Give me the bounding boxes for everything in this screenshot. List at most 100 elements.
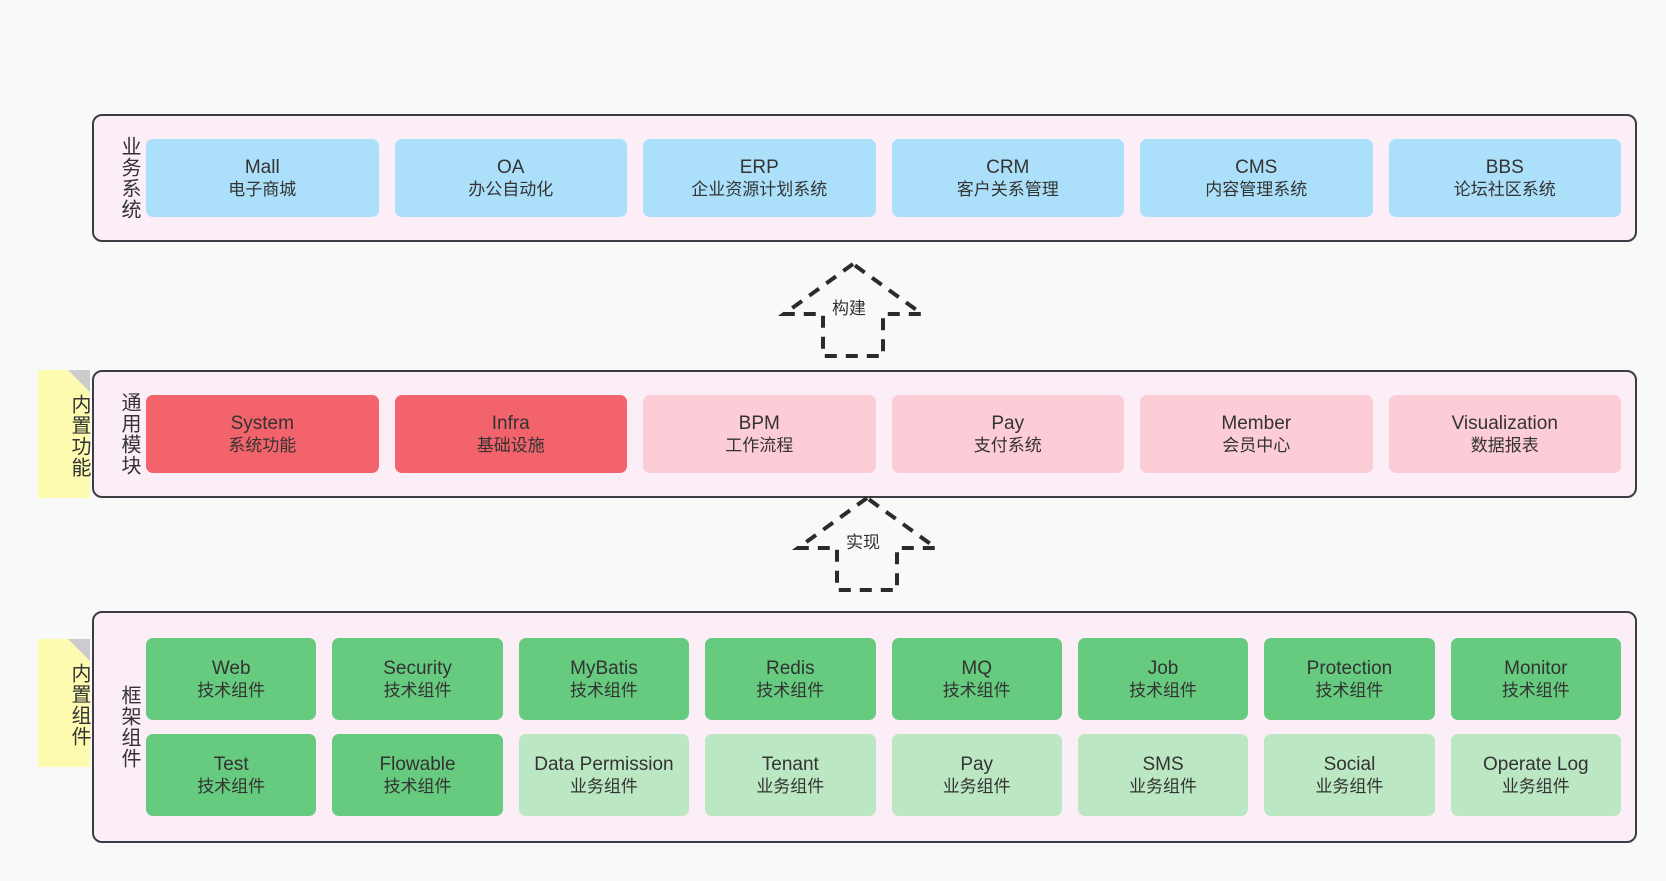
card-redis-title: Redis: [766, 657, 815, 679]
card-web[interactable]: Web 技术组件: [146, 638, 317, 720]
card-cms-subtitle: 内容管理系统: [1205, 180, 1308, 200]
card-mq-title: MQ: [961, 657, 992, 679]
card-pay-component-subtitle: 业务组件: [942, 777, 1011, 797]
layer-framework-components: 框架组件 Web 技术组件 Security 技术组件 MyBatis 技术组件…: [92, 611, 1637, 843]
card-mybatis-subtitle: 技术组件: [569, 681, 638, 701]
connector-realize-label: 实现: [844, 528, 882, 553]
card-flowable-subtitle: 技术组件: [383, 777, 452, 797]
card-mybatis-title: MyBatis: [570, 657, 638, 679]
card-member-title: Member: [1221, 412, 1292, 434]
card-oa-title: OA: [497, 156, 525, 178]
card-infra[interactable]: Infra 基础设施: [394, 395, 627, 473]
card-mall-subtitle: 电子商城: [228, 180, 297, 200]
card-bbs-title: BBS: [1485, 156, 1524, 178]
card-pay-component-title: Pay: [960, 753, 994, 775]
card-job-title: Job: [1147, 657, 1179, 679]
connector-build-label: 构建: [830, 294, 868, 319]
card-test[interactable]: Test 技术组件: [146, 734, 317, 816]
business-card-row: Mall 电子商城 OA 办公自动化 ERP 企业资源计划系统 CRM 客户关系…: [146, 139, 1621, 217]
card-tenant-subtitle: 业务组件: [756, 777, 825, 797]
card-monitor[interactable]: Monitor 技术组件: [1450, 638, 1621, 720]
card-operate-log-subtitle: 业务组件: [1501, 777, 1570, 797]
card-monitor-subtitle: 技术组件: [1501, 681, 1570, 701]
card-protection[interactable]: Protection 技术组件: [1264, 638, 1435, 720]
card-mall-title: Mall: [244, 156, 280, 178]
card-member-subtitle: 会员中心: [1222, 436, 1291, 456]
sticky-note-builtin-features: 内置功能: [38, 370, 90, 498]
layer-framework-components-label: 框架组件: [118, 685, 140, 769]
card-redis[interactable]: Redis 技术组件: [705, 638, 876, 720]
card-pay-module-title: Pay: [991, 412, 1025, 434]
card-pay-module-subtitle: 支付系统: [973, 436, 1042, 456]
card-mall[interactable]: Mall 电子商城: [146, 139, 379, 217]
card-redis-subtitle: 技术组件: [756, 681, 825, 701]
card-mq[interactable]: MQ 技术组件: [891, 638, 1062, 720]
card-job-subtitle: 技术组件: [1129, 681, 1198, 701]
card-oa[interactable]: OA 办公自动化: [394, 139, 627, 217]
layer-business-system-body: Mall 电子商城 OA 办公自动化 ERP 企业资源计划系统 CRM 客户关系…: [140, 139, 1635, 217]
card-visualization-title: Visualization: [1451, 412, 1558, 434]
card-infra-subtitle: 基础设施: [476, 436, 545, 456]
card-system-title: System: [230, 412, 294, 434]
card-data-permission-title: Data Permission: [534, 753, 674, 775]
card-bbs-subtitle: 论坛社区系统: [1453, 180, 1556, 200]
connector-realize: 实现: [782, 492, 952, 592]
sticky-note-builtin-features-text: 内置功能: [68, 394, 90, 478]
framework-card-row-1: Web 技术组件 Security 技术组件 MyBatis 技术组件 Redi…: [146, 638, 1621, 720]
sticky-fold-corner-icon: [68, 639, 90, 661]
card-bbs[interactable]: BBS 论坛社区系统: [1388, 139, 1621, 217]
card-system-subtitle: 系统功能: [228, 436, 297, 456]
card-erp[interactable]: ERP 企业资源计划系统: [643, 139, 876, 217]
card-visualization[interactable]: Visualization 数据报表: [1388, 395, 1621, 473]
card-web-title: Web: [211, 657, 251, 679]
card-infra-title: Infra: [491, 412, 530, 434]
sticky-fold-corner-icon: [68, 370, 90, 392]
card-system[interactable]: System 系统功能: [146, 395, 379, 473]
card-social[interactable]: Social 业务组件: [1264, 734, 1435, 816]
card-cms[interactable]: CMS 内容管理系统: [1140, 139, 1373, 217]
card-visualization-subtitle: 数据报表: [1470, 436, 1539, 456]
module-card-row: System 系统功能 Infra 基础设施 BPM 工作流程 Pay 支付系统…: [146, 395, 1621, 473]
card-bpm[interactable]: BPM 工作流程: [643, 395, 876, 473]
layer-common-modules-body: System 系统功能 Infra 基础设施 BPM 工作流程 Pay 支付系统…: [140, 395, 1635, 473]
card-data-permission[interactable]: Data Permission 业务组件: [518, 734, 690, 816]
card-job[interactable]: Job 技术组件: [1077, 638, 1249, 720]
card-crm[interactable]: CRM 客户关系管理: [891, 139, 1124, 217]
card-flowable[interactable]: Flowable 技术组件: [332, 734, 503, 816]
card-sms-subtitle: 业务组件: [1129, 777, 1198, 797]
card-protection-subtitle: 技术组件: [1315, 681, 1384, 701]
card-member[interactable]: Member 会员中心: [1140, 395, 1373, 473]
card-security-title: Security: [383, 657, 452, 679]
card-operate-log-title: Operate Log: [1482, 753, 1589, 775]
card-sms[interactable]: SMS 业务组件: [1077, 734, 1249, 816]
card-crm-title: CRM: [986, 156, 1030, 178]
layer-business-system: 业务系统 Mall 电子商城 OA 办公自动化 ERP 企业资源计划系统 CRM…: [92, 114, 1637, 242]
realize-arrow-shape: [791, 495, 943, 592]
card-monitor-title: Monitor: [1504, 657, 1568, 679]
layer-framework-components-body: Web 技术组件 Security 技术组件 MyBatis 技术组件 Redi…: [140, 638, 1635, 816]
card-social-subtitle: 业务组件: [1315, 777, 1384, 797]
card-test-title: Test: [213, 753, 249, 775]
layer-business-system-label: 业务系统: [118, 136, 140, 220]
card-tenant-title: Tenant: [761, 753, 819, 775]
card-cms-title: CMS: [1235, 156, 1278, 178]
card-pay-module[interactable]: Pay 支付系统: [891, 395, 1124, 473]
framework-card-row-2: Test 技术组件 Flowable 技术组件 Data Permission …: [146, 734, 1621, 816]
card-bpm-subtitle: 工作流程: [725, 436, 794, 456]
card-mq-subtitle: 技术组件: [942, 681, 1011, 701]
card-erp-subtitle: 企业资源计划系统: [691, 180, 828, 200]
card-web-subtitle: 技术组件: [197, 681, 266, 701]
layer-common-modules: 通用模块 System 系统功能 Infra 基础设施 BPM 工作流程 Pay…: [92, 370, 1637, 498]
card-flowable-title: Flowable: [379, 753, 456, 775]
layer-common-modules-label: 通用模块: [118, 392, 140, 476]
card-pay-component[interactable]: Pay 业务组件: [891, 734, 1062, 816]
card-protection-title: Protection: [1306, 657, 1393, 679]
card-oa-subtitle: 办公自动化: [468, 180, 554, 200]
card-security[interactable]: Security 技术组件: [332, 638, 503, 720]
card-operate-log[interactable]: Operate Log 业务组件: [1450, 734, 1621, 816]
card-tenant[interactable]: Tenant 业务组件: [705, 734, 876, 816]
build-arrow-shape: [777, 261, 929, 358]
card-crm-subtitle: 客户关系管理: [956, 180, 1059, 200]
card-mybatis[interactable]: MyBatis 技术组件: [518, 638, 690, 720]
